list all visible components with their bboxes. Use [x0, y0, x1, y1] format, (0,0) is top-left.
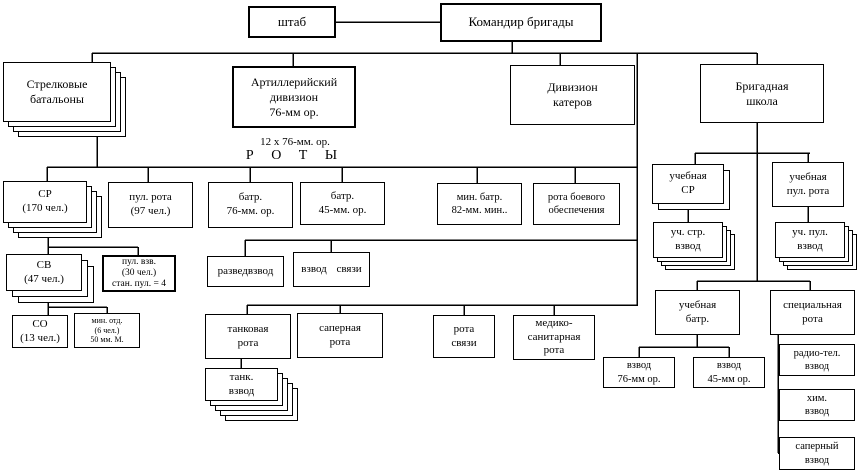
node-artillery-division: Артиллерийский дивизион 76-мм ор. [232, 66, 356, 128]
node-medsan-rota: медико- санитарная рота [513, 315, 595, 360]
node-vzvod-svyazi: взвод связи [293, 252, 370, 287]
node-saper-rota: саперная рота [297, 313, 383, 358]
node-uch-pul-vzvod-label: уч. пул. взвод [775, 222, 845, 258]
node-rifle-battalions: Стрелковые батальоны [3, 62, 126, 137]
node-vzvod-45: взвод 45-мм ор. [693, 357, 765, 388]
node-radio-vzvod: радио-тел. взвод [779, 344, 855, 376]
node-boat-division: Дивизион катеров [510, 65, 635, 125]
node-commander: Командир бригады [440, 3, 602, 42]
node-rota-svyazi: рота связи [433, 315, 495, 358]
node-ucheb-sr-label: учебная СР [652, 164, 724, 204]
node-sr: СР (170 чел.) [3, 181, 102, 238]
node-uch-str-vzvod: уч. стр. взвод [653, 222, 735, 270]
node-sv-label: СВ (47 чел.) [6, 254, 82, 291]
node-pul-rota: пул. рота (97 чел.) [108, 182, 193, 228]
node-ucheb-pul-rota: учебная пул. рота [772, 162, 844, 207]
node-so: СО (13 чел.) [12, 315, 68, 348]
node-rota-boevogo: рота боевого обеспечения [533, 183, 620, 225]
node-vzvod-76: взвод 76-мм ор. [603, 357, 675, 388]
node-sv: СВ (47 чел.) [6, 254, 94, 303]
node-razvedvzvod: разведвзвод [207, 256, 284, 287]
roty-heading-label: Р О Т Ы [245, 148, 345, 163]
node-batr-45: батр. 45-мм. ор. [300, 182, 385, 225]
node-ucheb-batr: учебная батр. [655, 290, 740, 335]
node-rifle-battalions-label: Стрелковые батальоны [3, 62, 111, 122]
node-tank-vzvod-label: танк. взвод [205, 368, 278, 401]
node-uch-str-vzvod-label: уч. стр. взвод [653, 222, 723, 258]
node-tank-rota: танковая рота [205, 314, 291, 359]
node-ucheb-sr: учебная СР [652, 164, 730, 210]
node-batr-76: батр. 76-мм. ор. [208, 182, 293, 228]
node-tank-vzvod: танк. взвод [205, 368, 298, 421]
node-pul-vzv: пул. взв. (30 чел.) стан. пул. = 4 [102, 255, 176, 292]
guns-note-label: 12 x 76-мм. ор. [260, 136, 330, 148]
node-sr-label: СР (170 чел.) [3, 181, 87, 223]
node-shtab: штаб [248, 6, 336, 38]
node-uch-pul-vzvod: уч. пул. взвод [775, 222, 857, 270]
node-min-batr: мин. батр. 82-мм. мин.. [437, 183, 522, 225]
node-spets-rota: специальная рота [770, 290, 855, 335]
node-him-vzvod: хим. взвод [779, 389, 855, 421]
node-brigade-school: Бригадная школа [700, 64, 824, 123]
node-min-otd: мин. отд. (6 чел.) 50 мм. М. [74, 313, 140, 348]
node-saper-vzvod: саперный взвод [779, 437, 855, 470]
